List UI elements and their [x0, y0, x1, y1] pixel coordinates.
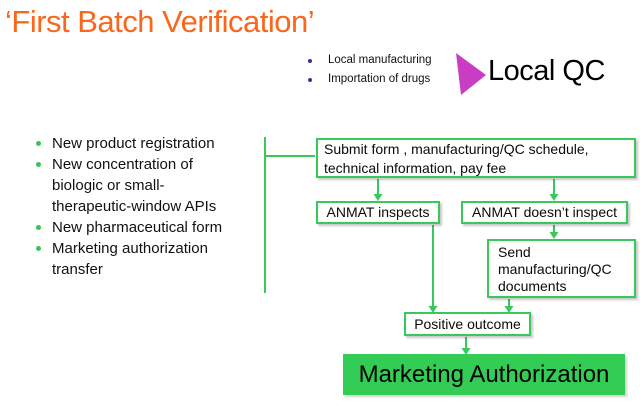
list-item: New concentration of biologic or small-t…	[28, 154, 242, 217]
list-item: Importation of drugs	[300, 70, 432, 89]
list-item-label: New concentration of biologic or small-t…	[52, 156, 217, 215]
bullet-icon	[308, 59, 312, 63]
anmat-inspects-box: ANMAT inspects	[316, 201, 440, 224]
arrow-down-icon	[549, 232, 559, 239]
send-documents-box: Send manufacturing/QC documents	[487, 239, 636, 298]
local-qc-arrow-icon	[456, 53, 486, 95]
list-item-label: Local manufacturing	[328, 54, 432, 66]
list-item-label: New pharmaceutical form	[52, 219, 223, 236]
local-qc-label: Local QC	[488, 55, 605, 87]
list-item: Local manufacturing	[300, 51, 432, 70]
bullet-icon	[308, 78, 312, 82]
anmat-doesnt-inspect-box: ANMAT doesn’t inspect	[461, 201, 628, 224]
list-item-label: Marketing authorization transfer	[52, 240, 208, 278]
arrow-down-icon	[373, 194, 383, 201]
arrow-down-icon	[549, 194, 559, 201]
slide-title: ‘First Batch Verification’	[5, 4, 315, 39]
marketing-authorization-box: Marketing Authorization	[343, 354, 625, 395]
bullet-icon	[36, 141, 41, 146]
positive-outcome-box: Positive outcome	[404, 312, 531, 336]
list-item: New product registration	[28, 133, 242, 154]
qc-scope-list: Local manufacturing Importation of drugs	[300, 51, 432, 89]
list-item-label: Importation of drugs	[328, 73, 431, 85]
application-types-list: New product registration New concentrati…	[28, 133, 228, 280]
list-item-label: New product registration	[52, 135, 215, 152]
submit-form-box: Submit form , manufacturing/QC schedule,…	[316, 138, 636, 178]
bullet-icon	[36, 246, 41, 251]
bullet-icon	[36, 162, 41, 167]
bullet-icon	[36, 225, 41, 230]
bracket-connector	[264, 137, 315, 293]
list-item: Marketing authorization transfer	[28, 238, 242, 280]
list-item: New pharmaceutical form	[28, 217, 242, 238]
